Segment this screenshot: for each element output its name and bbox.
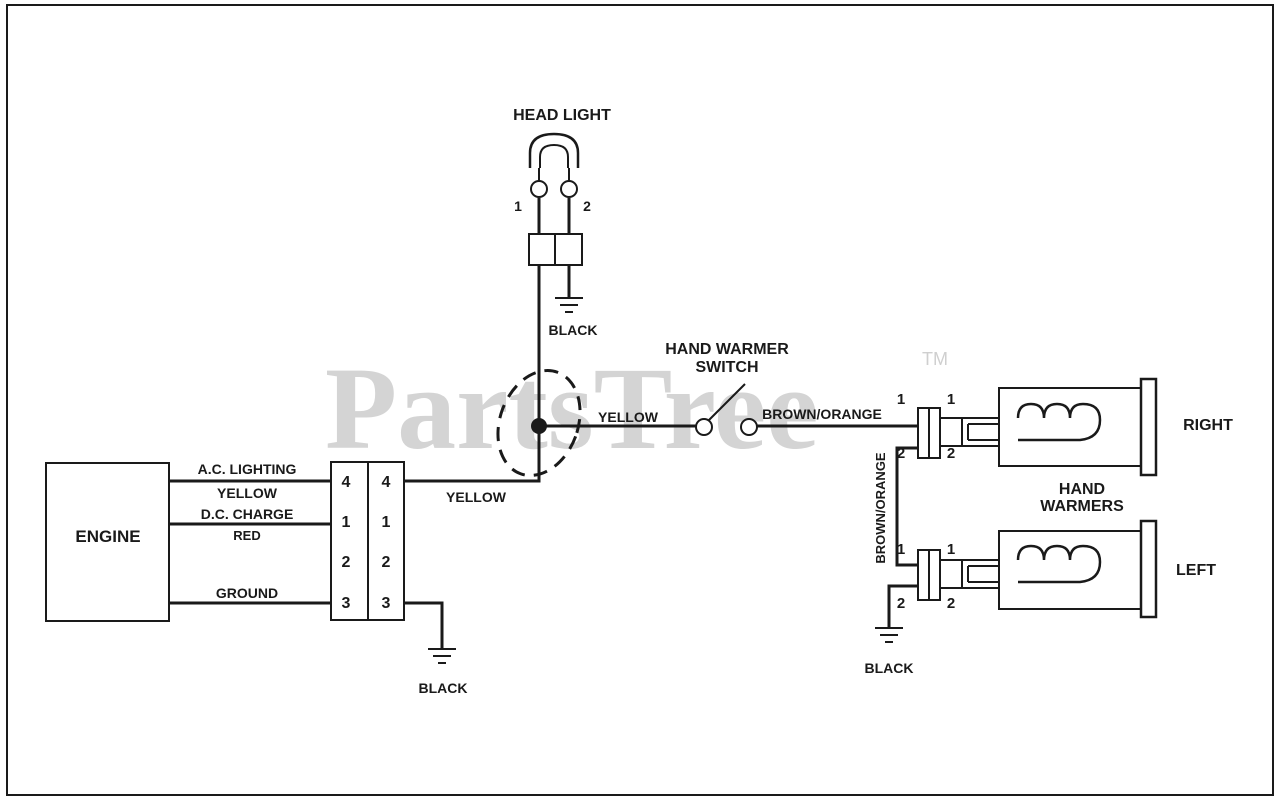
conn-right-pin-2: 2 <box>382 554 391 571</box>
label-ground: GROUND <box>216 585 278 601</box>
label-ac-lighting: A.C. LIGHTING <box>198 461 297 477</box>
label-black-warmers: BLACK <box>865 660 914 676</box>
switch-label-line1: HAND WARMER <box>665 341 789 358</box>
left-conn-in2: 2 <box>897 595 905 612</box>
ground-symbol-headlight <box>555 297 583 313</box>
watermark-tm: TM <box>922 349 948 369</box>
conn-left-pin-2: 2 <box>342 554 351 571</box>
label-dc-charge: D.C. CHARGE <box>201 506 294 522</box>
right-label: RIGHT <box>1183 417 1233 434</box>
left-label: LEFT <box>1176 562 1216 579</box>
headlight-label: HEAD LIGHT <box>513 107 611 124</box>
diagram-frame <box>6 4 1274 796</box>
label-brown-orange-h: BROWN/ORANGE <box>762 406 882 422</box>
label-black-headlight: BLACK <box>549 322 598 338</box>
warmers-label-line1: HAND <box>1059 481 1105 498</box>
right-conn-in1: 1 <box>897 391 905 408</box>
right-conn-in2: 2 <box>897 445 905 462</box>
label-yellow-main: YELLOW <box>446 489 507 505</box>
headlight-pin1-label: 1 <box>514 198 522 214</box>
warmers-label-line2: WARMERS <box>1040 498 1124 515</box>
engine-label: ENGINE <box>75 527 140 546</box>
label-yellow-engine: YELLOW <box>217 485 278 501</box>
left-warmer-box <box>998 530 1142 610</box>
left-conn-out1: 1 <box>947 541 955 558</box>
right-conn-out2: 2 <box>947 445 955 462</box>
left-conn-in1: 1 <box>897 541 905 558</box>
right-warmer-plate <box>1139 377 1158 477</box>
ground-symbol-engine <box>428 648 456 664</box>
label-black-engine: BLACK <box>419 680 468 696</box>
wire-brown-orange-vertical <box>895 446 918 567</box>
left-warmer-plate <box>1139 519 1158 619</box>
label-yellow-switch: YELLOW <box>598 409 659 425</box>
label-brown-orange-v: BROWN/ORANGE <box>873 452 888 564</box>
headlight-bulb-icon <box>528 132 580 198</box>
left-conn-out2: 2 <box>947 595 955 612</box>
switch-label-line2: SWITCH <box>695 359 758 376</box>
engine-box <box>45 462 170 622</box>
wire-warmer-ground <box>887 584 918 627</box>
conn-left-pin-1: 1 <box>342 514 351 531</box>
right-warmer-box <box>998 387 1142 467</box>
wire-connector-ground <box>404 601 444 648</box>
right-warmer-coil-icon <box>1016 402 1102 442</box>
label-red: RED <box>233 528 260 543</box>
ground-symbol-warmers <box>875 627 903 643</box>
conn-right-pin-4: 4 <box>382 474 391 491</box>
conn-left-pin-3: 3 <box>342 595 351 612</box>
conn-left-pin-4: 4 <box>342 474 351 491</box>
left-warmer-coil-icon <box>1016 544 1102 584</box>
hand-warmer-switch-icon <box>695 383 758 436</box>
watermark-text: PartsTree <box>325 343 819 474</box>
right-conn-out1: 1 <box>947 391 955 408</box>
conn-right-pin-1: 1 <box>382 514 391 531</box>
junction-highlight-circle <box>496 369 582 477</box>
wire-yellow-main <box>404 426 541 483</box>
headlight-pin2-label: 2 <box>583 198 591 214</box>
conn-right-pin-3: 3 <box>382 595 391 612</box>
